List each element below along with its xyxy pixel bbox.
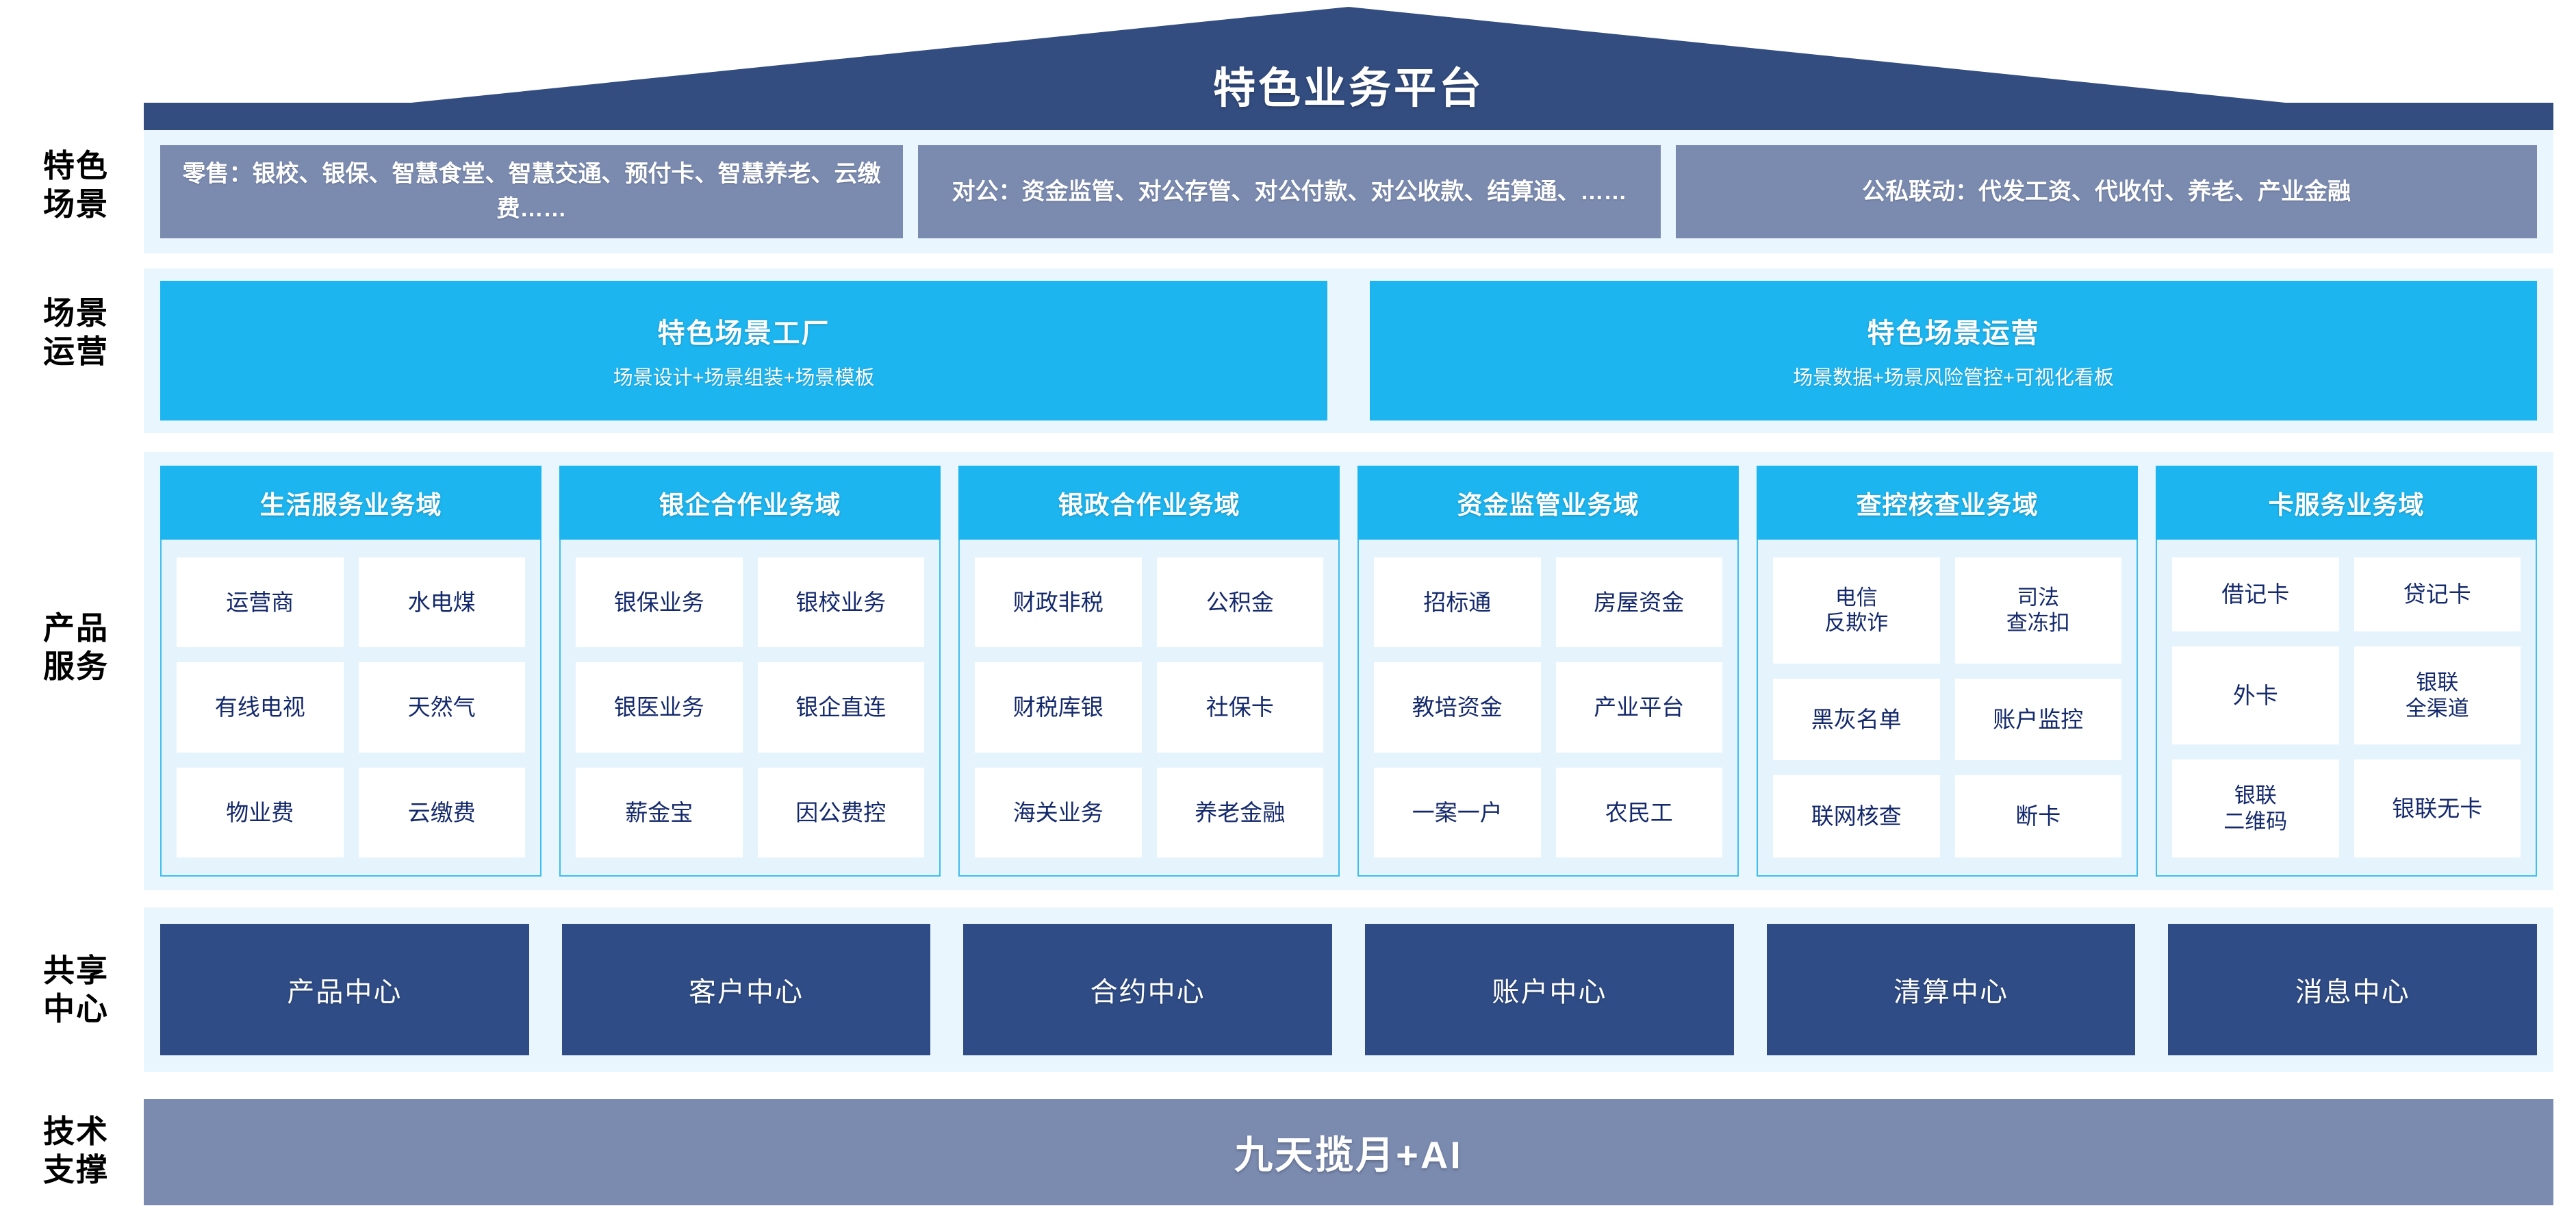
product-cell[interactable]: 银联二维码	[2172, 759, 2339, 857]
roof-shape-icon	[144, 7, 2553, 130]
row-label-tech: 技术 支撑	[18, 1092, 134, 1209]
product-domain-title[interactable]: 卡服务业务域	[2156, 466, 2537, 540]
operation-box-scene-operation[interactable]: 特色场景运营 场景数据+场景风险管控+可视化看板	[1370, 281, 2537, 420]
product-domain: 生活服务业务域运营商水电煤有线电视天然气物业费云缴费	[160, 466, 541, 877]
row-label-operations: 场景 运营	[18, 274, 134, 390]
row-label-scenarios-line1: 特色	[43, 147, 109, 184]
product-cell[interactable]: 联网核查	[1773, 775, 1940, 857]
page-title: 特色业务平台	[1212, 65, 1484, 112]
product-domain: 银企合作业务域银保业务银校业务银医业务银企直连薪金宝因公费控	[559, 466, 941, 877]
product-cell[interactable]: 贷记卡	[2354, 557, 2521, 632]
operation-box-scene-operation-title: 特色场景运营	[1867, 318, 2040, 349]
scenario-box-corporate[interactable]: 对公：资金监管、对公存管、对公付款、对公收款、结算通、……	[918, 145, 1661, 238]
product-cell[interactable]: 教培资金	[1374, 662, 1541, 753]
product-cell[interactable]: 银校业务	[757, 557, 924, 648]
product-domain-title[interactable]: 银企合作业务域	[559, 466, 941, 540]
shared-centers-band: 产品中心客户中心合约中心账户中心清算中心消息中心	[144, 907, 2553, 1072]
product-cell[interactable]: 断卡	[1954, 775, 2121, 857]
product-cell[interactable]: 财税库银	[975, 662, 1142, 753]
product-cell[interactable]: 银企直连	[757, 662, 924, 753]
product-cell[interactable]: 因公费控	[757, 767, 924, 857]
shared-center-box[interactable]: 产品中心	[160, 924, 529, 1055]
product-cell[interactable]: 一案一户	[1374, 767, 1541, 857]
shared-center-box[interactable]: 清算中心	[1766, 924, 2136, 1055]
product-cell[interactable]: 房屋资金	[1555, 557, 1722, 648]
row-label-tech-line1: 技术	[43, 1113, 109, 1149]
products-band: 生活服务业务域运营商水电煤有线电视天然气物业费云缴费银企合作业务域银保业务银校业…	[144, 452, 2553, 890]
product-domain: 银政合作业务域财政非税公积金财税库银社保卡海关业务养老金融	[958, 466, 1340, 877]
product-cell[interactable]: 账户监控	[1954, 678, 2121, 761]
scenarios-band: 零售：银校、银保、智慧食堂、智慧交通、预付卡、智慧养老、云缴费…… 对公：资金监…	[144, 130, 2553, 253]
product-domain-title[interactable]: 查控核查业务域	[1757, 466, 2138, 540]
platform-roof-banner: 特色业务平台	[144, 7, 2553, 130]
product-cell[interactable]: 黑灰名单	[1773, 678, 1940, 761]
product-domain: 资金监管业务域招标通房屋资金教培资金产业平台一案一户农民工	[1357, 466, 1739, 877]
product-cell-grid: 运营商水电煤有线电视天然气物业费云缴费	[162, 540, 540, 875]
scenario-box-public-private[interactable]: 公私联动：代发工资、代收付、养老、产业金融	[1676, 145, 2537, 238]
product-cell-grid: 招标通房屋资金教培资金产业平台一案一户农民工	[1359, 540, 1737, 875]
product-domain: 查控核查业务域电信反欺诈司法查冻扣黑灰名单账户监控联网核查断卡	[1757, 466, 2138, 877]
product-cell[interactable]: 借记卡	[2172, 557, 2339, 632]
product-cell[interactable]: 银医业务	[576, 662, 743, 753]
product-domain-list: 生活服务业务域运营商水电煤有线电视天然气物业费云缴费银企合作业务域银保业务银校业…	[144, 452, 2553, 890]
operation-box-scene-factory-title: 特色场景工厂	[657, 318, 830, 349]
row-label-shared-line2: 中心	[43, 991, 109, 1027]
product-cell[interactable]: 财政非税	[975, 557, 1142, 648]
tech-support-bar[interactable]: 九天揽月+AI	[144, 1099, 2553, 1205]
row-label-operations-line2: 运营	[43, 334, 109, 369]
product-cell[interactable]: 薪金宝	[576, 767, 743, 857]
row-label-scenarios: 特色 场景	[18, 130, 134, 240]
shared-center-box[interactable]: 合约中心	[963, 924, 1333, 1055]
product-cell[interactable]: 银保业务	[576, 557, 743, 648]
product-cell[interactable]: 养老金融	[1156, 767, 1323, 857]
product-cell[interactable]: 司法查冻扣	[1954, 557, 2121, 664]
product-domain-title[interactable]: 资金监管业务域	[1357, 466, 1739, 540]
shared-center-box[interactable]: 账户中心	[1365, 924, 1734, 1055]
product-cell[interactable]: 电信反欺诈	[1773, 557, 1940, 664]
product-cell[interactable]: 云缴费	[358, 767, 525, 857]
product-cell[interactable]: 物业费	[177, 767, 344, 857]
row-label-tech-line2: 支撑	[43, 1152, 109, 1187]
row-label-operations-line1: 场景	[43, 294, 109, 331]
product-domain: 卡服务业务域借记卡贷记卡外卡银联全渠道银联二维码银联无卡	[2156, 466, 2537, 877]
product-domain-title[interactable]: 银政合作业务域	[958, 466, 1340, 540]
product-cell[interactable]: 产业平台	[1555, 662, 1722, 753]
product-cell[interactable]: 有线电视	[177, 662, 344, 753]
product-cell[interactable]: 农民工	[1555, 767, 1722, 857]
row-label-shared: 共享 中心	[18, 931, 134, 1048]
row-label-products-line2: 服务	[43, 649, 109, 684]
product-cell[interactable]: 海关业务	[975, 767, 1142, 857]
product-cell-grid: 银保业务银校业务银医业务银企直连薪金宝因公费控	[561, 540, 939, 875]
scenario-box-retail[interactable]: 零售：银校、银保、智慧食堂、智慧交通、预付卡、智慧养老、云缴费……	[160, 145, 903, 238]
operation-box-scene-factory-subtitle: 场景设计+场景组装+场景模板	[613, 367, 875, 389]
product-cell[interactable]: 水电煤	[358, 557, 525, 648]
row-label-scenarios-line2: 场景	[43, 186, 109, 222]
operations-band: 特色场景工厂 场景设计+场景组装+场景模板 特色场景运营 场景数据+场景风险管控…	[144, 268, 2553, 433]
product-cell[interactable]: 社保卡	[1156, 662, 1323, 753]
shared-center-list: 产品中心客户中心合约中心账户中心清算中心消息中心	[144, 907, 2553, 1072]
product-cell[interactable]: 公积金	[1156, 557, 1323, 648]
row-label-shared-line1: 共享	[43, 952, 109, 988]
product-cell[interactable]: 银联全渠道	[2354, 646, 2521, 745]
operation-box-scene-operation-subtitle: 场景数据+场景风险管控+可视化看板	[1793, 367, 2114, 389]
operation-box-scene-factory[interactable]: 特色场景工厂 场景设计+场景组装+场景模板	[160, 281, 1327, 420]
shared-center-box[interactable]: 客户中心	[561, 924, 931, 1055]
row-label-products: 产品 服务	[18, 589, 134, 705]
product-cell[interactable]: 招标通	[1374, 557, 1541, 648]
product-cell-grid: 财政非税公积金财税库银社保卡海关业务养老金融	[960, 540, 1338, 875]
product-cell[interactable]: 银联无卡	[2354, 759, 2521, 857]
product-cell-grid: 借记卡贷记卡外卡银联全渠道银联二维码银联无卡	[2157, 540, 2536, 875]
shared-center-box[interactable]: 消息中心	[2168, 924, 2538, 1055]
product-cell-grid: 电信反欺诈司法查冻扣黑灰名单账户监控联网核查断卡	[1758, 540, 2137, 875]
product-cell[interactable]: 外卡	[2172, 646, 2339, 745]
product-cell[interactable]: 天然气	[358, 662, 525, 753]
product-cell[interactable]: 运营商	[177, 557, 344, 648]
product-domain-title[interactable]: 生活服务业务域	[160, 466, 541, 540]
row-label-products-line1: 产品	[43, 609, 109, 646]
